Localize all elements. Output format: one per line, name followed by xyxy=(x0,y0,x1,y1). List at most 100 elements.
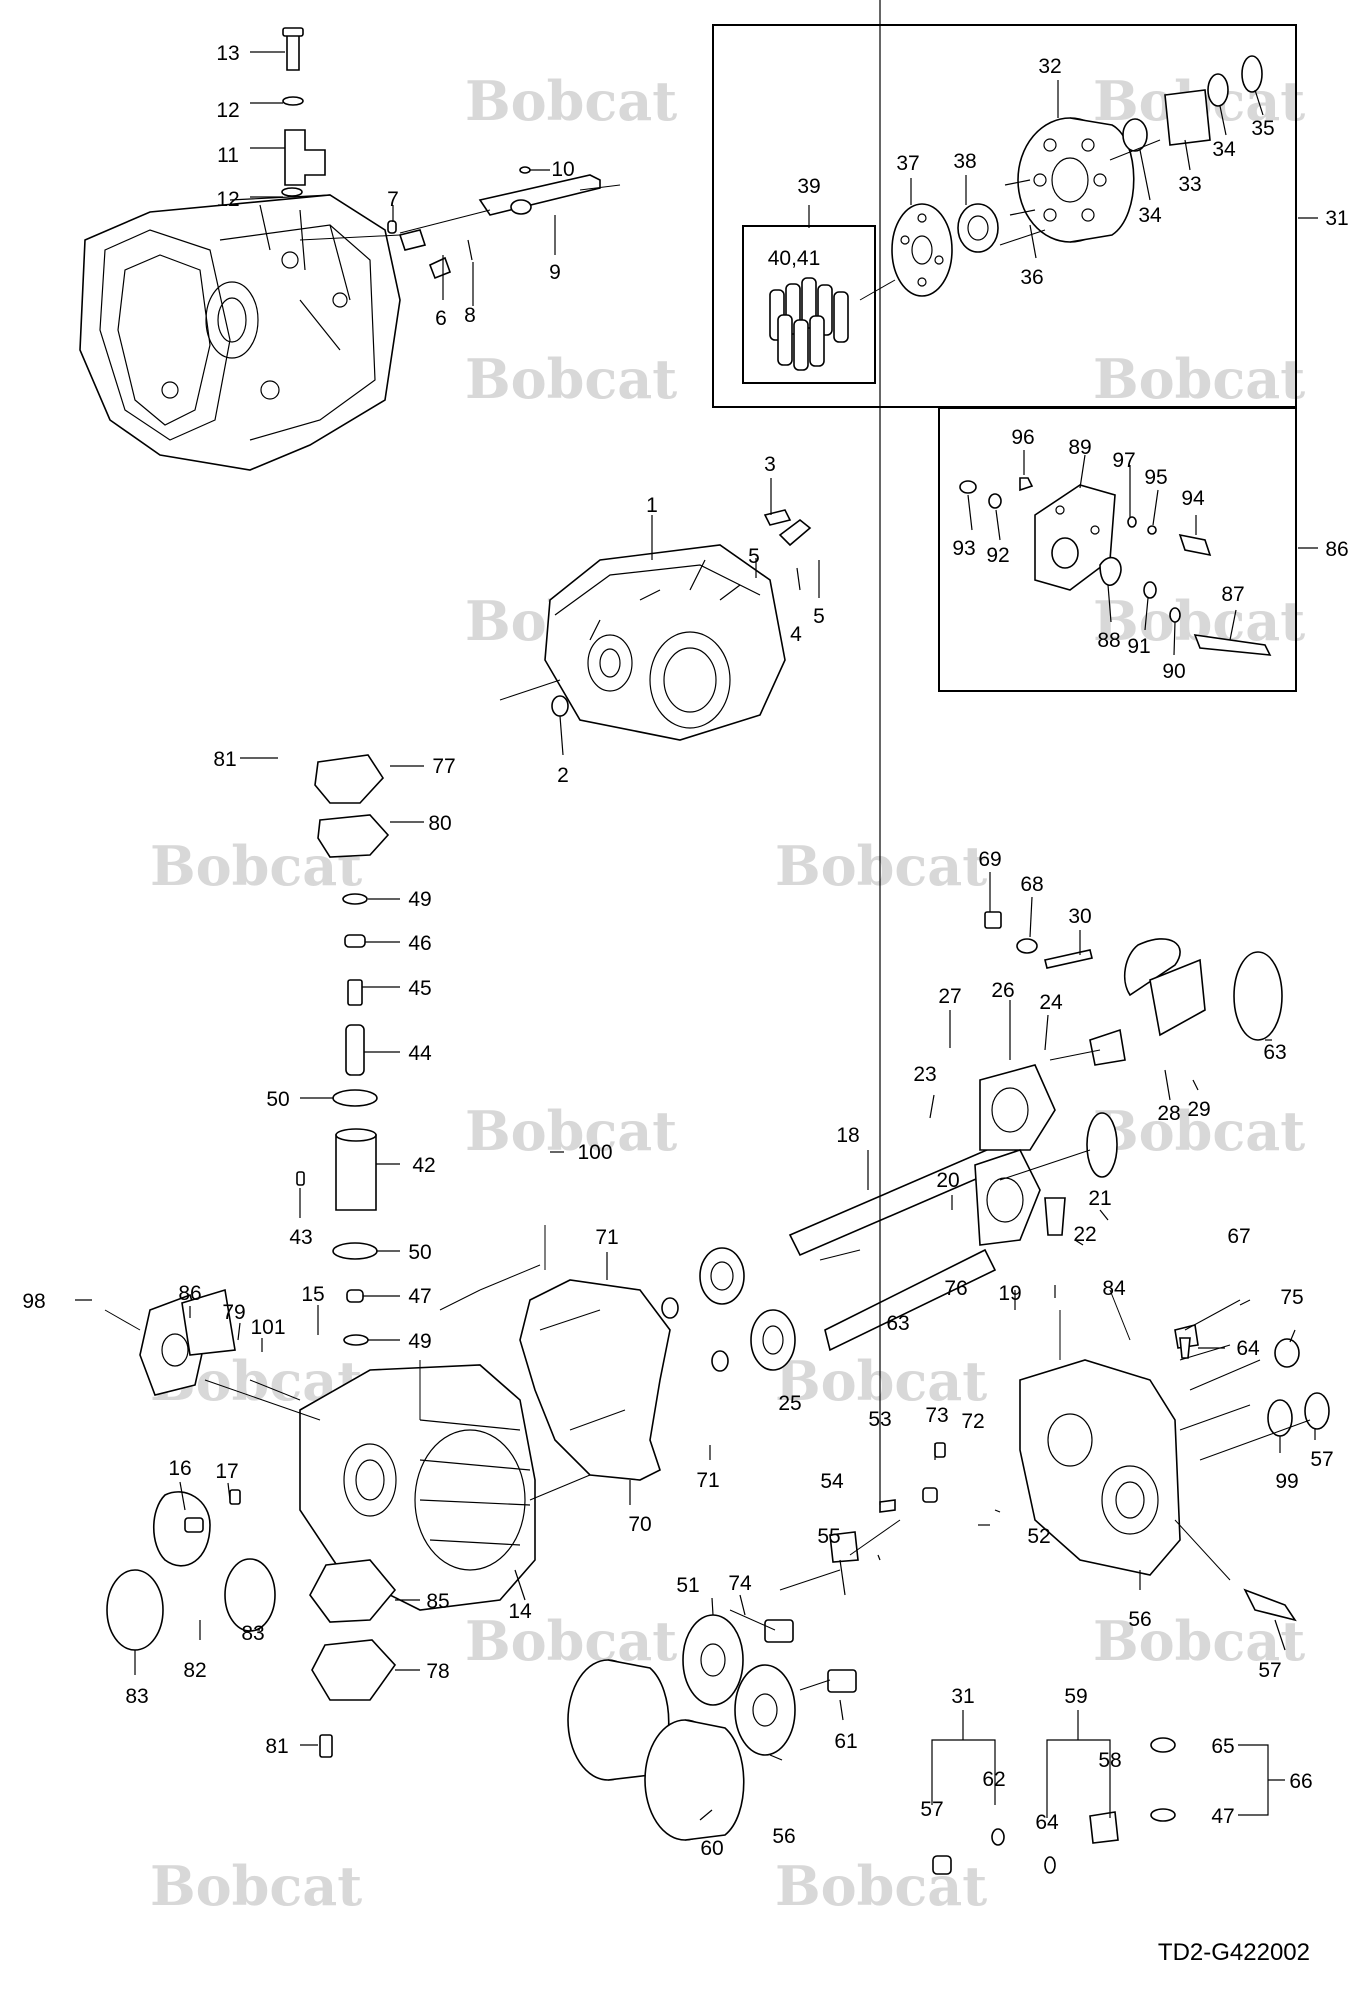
bobcat-watermark: Bobcat xyxy=(465,69,677,133)
part-callout: 19 xyxy=(998,1282,1021,1305)
charge-valve-stack xyxy=(296,754,390,1346)
part-callout: 7 xyxy=(387,188,399,211)
part-callout: 1 xyxy=(646,494,658,517)
part-callout: 81 xyxy=(213,748,236,771)
bobcat-watermark: Bobcat xyxy=(465,1609,677,1673)
part-callout: 14 xyxy=(508,1600,532,1623)
part-callout: 71 xyxy=(696,1469,719,1492)
part-callout: 35 xyxy=(1251,117,1274,140)
part-callout: 100 xyxy=(577,1141,612,1164)
part-callout: 47 xyxy=(1211,1805,1234,1828)
part-callout: 46 xyxy=(408,932,431,955)
part-callout: 79 xyxy=(222,1301,245,1324)
part-callout: 10 xyxy=(551,158,574,181)
part-callout: 59 xyxy=(1064,1685,1087,1708)
part-callout: 47 xyxy=(408,1285,431,1308)
part-callout: 86 xyxy=(178,1282,201,1305)
part-callout: 52 xyxy=(1027,1525,1050,1548)
part-callout: 23 xyxy=(913,1063,936,1086)
part-callout: 97 xyxy=(1112,449,1135,472)
bobcat-watermark: Bobcat xyxy=(1093,1099,1305,1163)
part-callout: 13 xyxy=(216,42,239,65)
part-callout: 64 xyxy=(1035,1811,1059,1834)
part-callout: 69 xyxy=(978,848,1001,871)
part-callout: 57 xyxy=(920,1798,943,1821)
part-callout: 84 xyxy=(1102,1277,1126,1300)
part-callout: 85 xyxy=(426,1590,449,1613)
part-callout: 39 xyxy=(797,175,820,198)
tandem-pump xyxy=(544,509,812,741)
part-callout: 68 xyxy=(1020,873,1043,896)
part-callout: 30 xyxy=(1068,905,1091,928)
part-callout: 76 xyxy=(944,1277,967,1300)
bobcat-watermark: Bobcat xyxy=(465,347,677,411)
part-callout: 24 xyxy=(1039,991,1063,1014)
part-callout: 71 xyxy=(595,1226,618,1249)
part-callout: 34 xyxy=(1212,138,1236,161)
piston-rotating-group xyxy=(891,55,1263,297)
part-callout: 31 xyxy=(951,1685,974,1708)
part-callout: 92 xyxy=(986,544,1009,567)
part-callout: 44 xyxy=(408,1042,432,1065)
bobcat-watermark: Bobcat xyxy=(465,1099,677,1163)
part-callout: 25 xyxy=(778,1392,801,1415)
part-callout: 91 xyxy=(1127,635,1150,658)
part-callout: 9 xyxy=(549,261,561,284)
control-valve-frame xyxy=(938,407,1297,692)
part-callout: 81 xyxy=(265,1735,288,1758)
part-callout: 3 xyxy=(764,453,776,476)
shafts-and-bearings xyxy=(661,911,1283,1372)
part-callout: 83 xyxy=(125,1685,148,1708)
part-callout: 18 xyxy=(836,1124,859,1147)
part-callout: 86 xyxy=(1325,538,1348,561)
part-callout: 4 xyxy=(790,623,802,646)
part-callout: 50 xyxy=(266,1088,289,1111)
part-callout: 89 xyxy=(1068,436,1091,459)
group-brackets xyxy=(931,1710,1285,1818)
part-callout: 99 xyxy=(1275,1470,1298,1493)
bobcat-watermark: Bobcat xyxy=(1093,1609,1305,1673)
part-callout: 60 xyxy=(700,1837,723,1860)
part-callout: 63 xyxy=(886,1312,909,1335)
part-callout: 11 xyxy=(217,144,239,167)
part-callout: 22 xyxy=(1073,1223,1096,1246)
part-callout: 42 xyxy=(412,1154,435,1177)
part-callout: 66 xyxy=(1289,1770,1312,1793)
part-callout: 5 xyxy=(748,545,760,568)
part-callout: 6 xyxy=(435,307,447,330)
part-callout: 70 xyxy=(628,1513,651,1536)
part-callout: 88 xyxy=(1097,629,1120,652)
part-callout: 28 xyxy=(1157,1102,1180,1125)
drawing-code: TD2-G422002 xyxy=(1158,1939,1310,1966)
part-callout: 55 xyxy=(817,1525,840,1548)
part-callout: 50 xyxy=(408,1241,431,1264)
piston-set xyxy=(769,277,849,371)
part-callout: 12 xyxy=(216,99,239,122)
part-callout: 2 xyxy=(557,764,569,787)
part-callout: 93 xyxy=(952,537,975,560)
part-callout: 20 xyxy=(936,1169,959,1192)
part-callout: 64 xyxy=(1236,1337,1260,1360)
part-callout: 65 xyxy=(1211,1735,1234,1758)
part-callout: 78 xyxy=(426,1660,449,1683)
part-callout: 57 xyxy=(1258,1659,1281,1682)
part-callout: 31 xyxy=(1325,207,1348,230)
part-callout: 21 xyxy=(1088,1187,1111,1210)
bobcat-watermark: Bobcat xyxy=(775,1349,987,1413)
part-callout: 51 xyxy=(676,1574,699,1597)
part-callout: 58 xyxy=(1098,1749,1121,1772)
part-callout: 8 xyxy=(464,304,476,327)
part-callout: 98 xyxy=(22,1290,45,1313)
bobcat-watermark: Bobcat xyxy=(775,834,987,898)
part-callout: 56 xyxy=(772,1825,795,1848)
cylinder-blocks xyxy=(567,1337,1191,1875)
part-callout: 16 xyxy=(168,1457,191,1480)
part-callout: 67 xyxy=(1227,1225,1250,1248)
part-callout: 34 xyxy=(1138,204,1162,227)
shift-fork-assembly xyxy=(281,27,601,280)
construction-lines xyxy=(104,139,1311,1691)
part-callout: 5 xyxy=(813,605,825,628)
part-callout: 75 xyxy=(1280,1286,1303,1309)
part-callout: 12 xyxy=(216,188,239,211)
